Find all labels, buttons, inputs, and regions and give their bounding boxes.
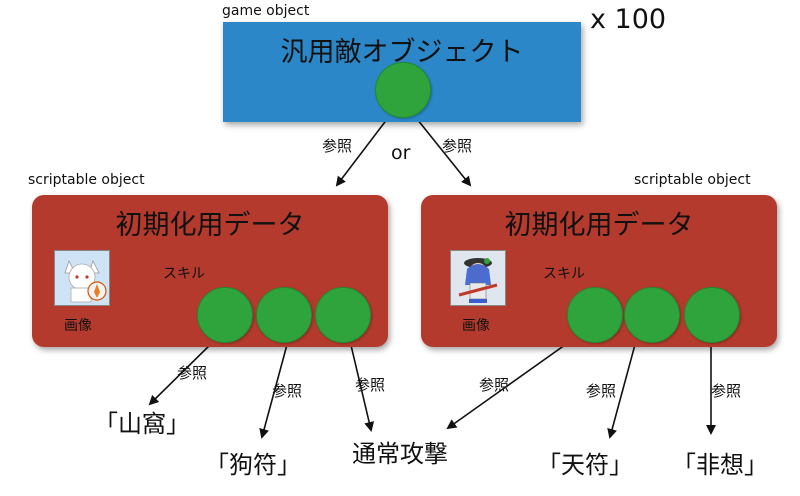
skill-ref-label-5: 参照 xyxy=(586,382,617,400)
skill-slot-1-right xyxy=(567,287,623,343)
skill-ref-label-2: 参照 xyxy=(272,382,303,400)
game-object-data-slot xyxy=(375,62,431,118)
game-object-caption: game object xyxy=(222,3,310,19)
or-label: or xyxy=(391,142,411,164)
skill-target-sanka: 「山窩」 xyxy=(94,410,190,438)
skill-target-hisou: 「非想」 xyxy=(672,451,768,479)
scriptable-object-caption-left: scriptable object xyxy=(28,172,145,188)
arrow-skill1-to-sanka xyxy=(148,340,215,406)
image-label-left: 画像 xyxy=(64,318,92,334)
skill-label-right: スキル xyxy=(543,266,585,282)
data-title-right: 初期化用データ xyxy=(504,210,694,241)
skill-slot-2-left xyxy=(256,287,312,343)
data-title-left: 初期化用データ xyxy=(115,210,305,241)
skill-slot-3-right xyxy=(684,287,740,343)
skill-ref-label-1: 参照 xyxy=(177,364,208,382)
skill-target-tenfu: 「天符」 xyxy=(537,451,633,479)
arrow-skill4-to-normal-attack xyxy=(446,334,580,430)
arrow-skill2-to-inufu xyxy=(259,340,289,439)
scriptable-object-caption-right: scriptable object xyxy=(634,172,751,188)
arrow-to-right-data xyxy=(412,113,472,187)
skill-slot-3-left xyxy=(315,287,371,343)
skill-target-normal-attack: 通常攻撃 xyxy=(352,440,448,468)
instance-multiplier: x 100 xyxy=(590,4,667,35)
blue-hair-character-portrait-icon xyxy=(450,250,506,306)
skill-ref-label-6: 参照 xyxy=(711,382,742,400)
image-label-right: 画像 xyxy=(462,318,490,334)
skill-ref-label-4: 参照 xyxy=(479,376,510,394)
skill-label-left: スキル xyxy=(163,266,205,282)
wolf-character-portrait-icon xyxy=(54,250,110,306)
reference-label-right: 参照 xyxy=(442,137,473,155)
skill-ref-label-3: 参照 xyxy=(355,376,386,394)
arrow-to-left-data xyxy=(335,113,392,187)
skill-slot-1-left xyxy=(197,287,253,343)
arrow-skill3-to-normal-attack xyxy=(349,340,375,432)
reference-label-left: 参照 xyxy=(322,137,353,155)
arrow-skill5-to-tenfu xyxy=(607,340,637,439)
skill-target-inufu: 「狗符」 xyxy=(205,451,301,479)
skill-slot-2-right xyxy=(624,287,680,343)
